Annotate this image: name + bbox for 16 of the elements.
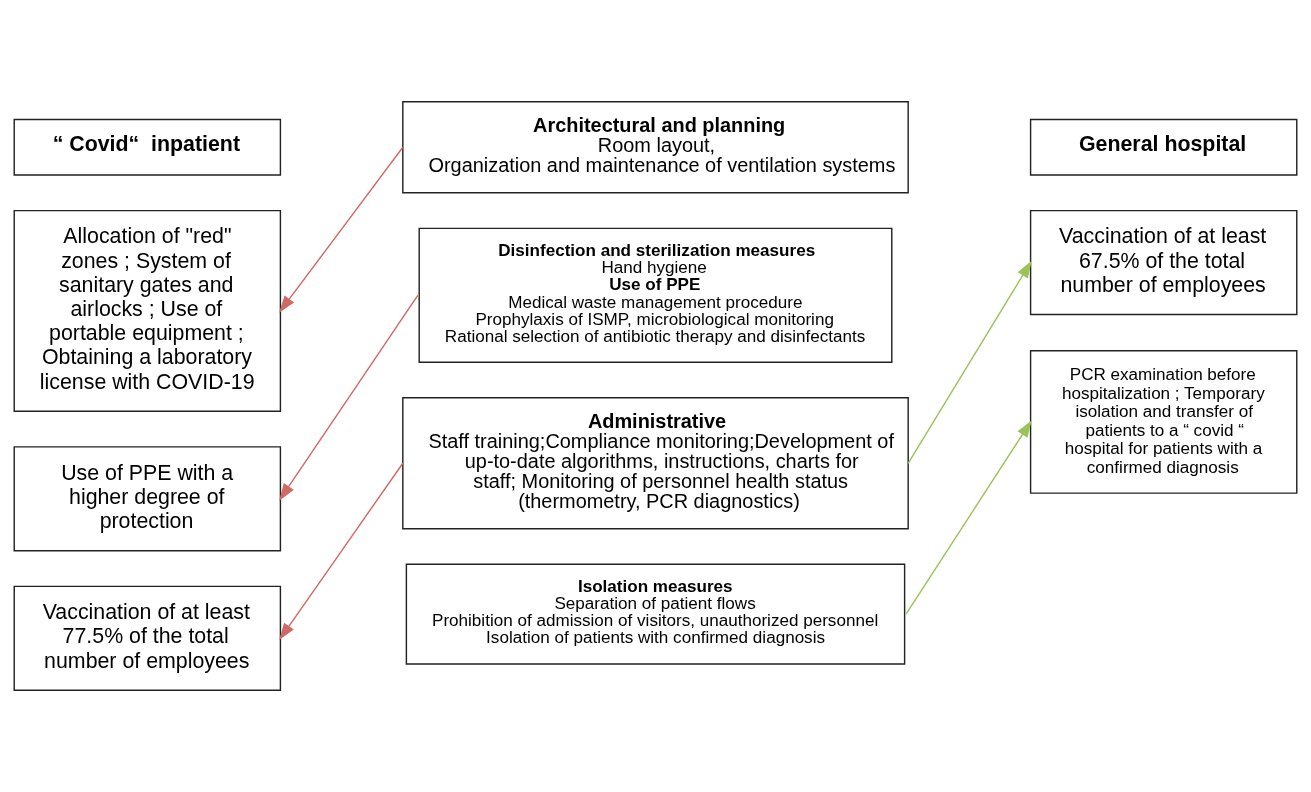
node-box: Architectural and planning Room layout, Organization and maintenance of ventilation systems	[402, 101, 909, 194]
node-box: Use of PPE with a higher degree of protection	[13, 446, 282, 552]
arrow	[279, 294, 419, 501]
node-box: Vaccination of at least 77.5% of the total number of employees	[13, 585, 282, 691]
node-box: “ Covid“ inpatient	[13, 118, 282, 176]
arrow	[279, 146, 404, 313]
arrow	[905, 420, 1032, 615]
node-box: Disinfection and sterilization measures Hand hygiene Use of PPE Medical waste management procedure Prophylaxis of ISMP, microbiological monitoring Rational selection of antibiotic therapy and disinfectants	[418, 227, 893, 363]
node-box: PCR examination before hospitalization ; Temporary isolation and transfer of patients to a “ covid “ hospital for patients with a confirmed diagnosis	[1029, 350, 1298, 494]
node-box: Allocation of "red" zones ; System of sanitary gates and airlocks ; Use of portable equipment ; Obtaining a laboratory license with COVID-19	[13, 209, 282, 412]
node-box: General hospital	[1029, 118, 1298, 176]
node-box: Vaccination of at least 67.5% of the total number of employees	[1029, 209, 1298, 316]
node-box: Isolation measures Separation of patient flows Prohibition of admission of visitors, unauthorized personnel Isolation of patients with confirmed diagnosis	[405, 563, 906, 665]
arrow	[279, 462, 404, 641]
node-box: Administrative Staff training;Compliance monitoring;Development of up-to-date algorithms, instructions, charts for staff; Monitoring of personnel health status (thermometry, PCR diagnostics)	[402, 397, 909, 530]
arrow	[907, 260, 1032, 464]
